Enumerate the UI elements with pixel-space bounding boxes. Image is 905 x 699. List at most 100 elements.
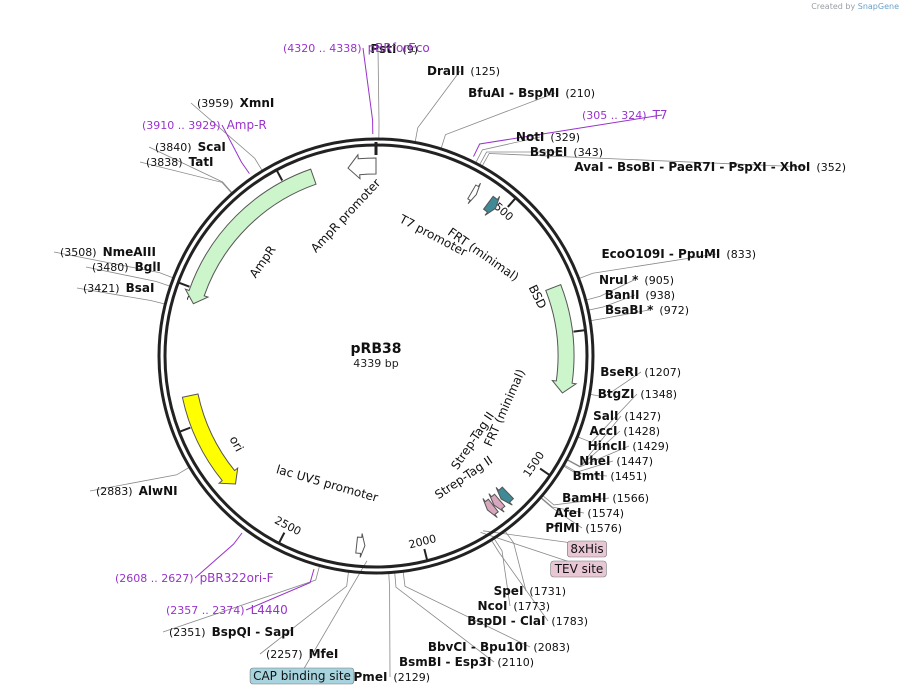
site-name: NcoI [478, 599, 508, 613]
feature-ampr-promoter-arrow[interactable] [347, 153, 377, 180]
site-bspqi-sapi[interactable]: (2351)BspQI - SapI [169, 625, 294, 639]
site-leader [540, 496, 585, 514]
primer-pbr322ori-f[interactable]: (2608 .. 2627)pBR322ori-F [115, 571, 274, 585]
site-name: BspEI [530, 145, 568, 159]
site-bspdi-clai[interactable]: BspDI - ClaI(1783) [467, 614, 588, 628]
site-leader [504, 530, 527, 592]
site-ecoo109i-ppumi[interactable]: EcoO109I - PpuMI(833) [601, 247, 756, 261]
site-bgli[interactable]: (3480)BglI [92, 260, 161, 274]
svg-text:(3421)BsaI: (3421)BsaI [83, 281, 154, 295]
site-psti[interactable]: PstI(9) [370, 42, 418, 56]
svg-text:AvaI - BsoBI - PaeR7I - PspXI: AvaI - BsoBI - PaeR7I - PspXI - XhoI (352… [574, 160, 846, 174]
site-pflmi[interactable]: PflMI(1576) [545, 521, 622, 535]
site-sali[interactable]: SalI(1427) [593, 409, 661, 423]
site-position: (352) [816, 161, 846, 174]
feature-ori-arrow[interactable] [181, 393, 239, 485]
site-nmeaiii[interactable]: (3508)NmeAIII [60, 245, 156, 259]
feature-label-frt-minimal: FRT (minimal) [481, 367, 528, 449]
svg-text:AfeI(1574): AfeI (1574) [554, 506, 624, 520]
feature-strep-tag-ii-arrow[interactable] [482, 498, 499, 518]
primer-leader [473, 114, 663, 157]
svg-text:AccI(1428): AccI(1428) [589, 424, 660, 438]
tag-cap-binding-site[interactable]: CAP binding site [249, 667, 355, 685]
feature-label-ampr: AmpR [247, 243, 279, 280]
primer-pbrforeco[interactable]: (4320 .. 4338)pBRforEco [283, 41, 430, 55]
tag-8xhis[interactable]: 8xHis [567, 540, 607, 558]
site-ncoi[interactable]: NcoI(1773) [478, 599, 550, 613]
svg-text:BfuAI - BspMI(210): BfuAI - BspMI(210) [468, 86, 595, 100]
feature-bsd-arrow[interactable] [545, 283, 578, 394]
site-position: (1566) [612, 492, 649, 505]
site-tati[interactable]: (3838)TatI [146, 155, 214, 169]
svg-text:(2883)AlwNI: (2883)AlwNI [96, 484, 178, 498]
site-avai-bsobi-paer7i-pspxi-xhoi[interactable]: AvaI - BsoBI - PaeR7I - PspXI - XhoI (352… [574, 160, 846, 174]
site-btgzi[interactable]: BtgZI(1348) [598, 387, 677, 401]
feature-ampr-arrow[interactable] [184, 168, 317, 305]
site-position: (1574) [587, 507, 624, 520]
site-xmni[interactable]: (3959)XmnI [197, 96, 274, 110]
site-nrui[interactable]: NruI *(905) [599, 273, 674, 287]
site-banii[interactable]: BanII(938) [605, 288, 675, 302]
primer-range: (2608 .. 2627) [115, 572, 194, 585]
tag-label: TEV site [554, 562, 604, 576]
site-bfuai-bspmi[interactable]: BfuAI - BspMI(210) [468, 86, 595, 100]
tag-tev-site[interactable]: TEV site [550, 560, 607, 578]
site-nhei[interactable]: NheI(1447) [579, 454, 653, 468]
tick-mark [178, 281, 190, 288]
feature-strep-tag-ii-arrow[interactable] [488, 493, 506, 513]
svg-text:BbvCI - Bpu10I(2083): BbvCI - Bpu10I(2083) [428, 640, 570, 654]
primer-l4440[interactable]: (2357 .. 2374)L4440 [166, 603, 288, 617]
site-bbvci-bpu10i[interactable]: BbvCI - Bpu10I(2083) [428, 640, 570, 654]
tag-leader [301, 560, 368, 673]
site-noti[interactable]: NotI(329) [516, 130, 580, 144]
site-name: AvaI - BsoBI - PaeR7I - PspXI - XhoI [574, 160, 810, 174]
feature-frt-minimal-arrow[interactable] [495, 486, 515, 506]
site-leader [259, 571, 349, 655]
site-position: (125) [470, 65, 500, 78]
primer-t7[interactable]: (305 .. 324)T7 [582, 108, 668, 122]
svg-text:PmeI(2129): PmeI(2129) [354, 670, 430, 684]
site-scai[interactable]: (3840)ScaI [155, 140, 226, 154]
site-name: BspDI - ClaI [467, 614, 545, 628]
site-afei[interactable]: AfeI (1574) [554, 506, 624, 520]
feature-t7-promoter-arrow[interactable] [467, 182, 481, 205]
site-leader [481, 153, 807, 168]
site-hincii[interactable]: HincII(1429) [588, 439, 669, 453]
feature-frt-minimal-arrow[interactable] [482, 195, 501, 216]
site-bspei[interactable]: BspEI(343) [530, 145, 603, 159]
site-bsabi[interactable]: BsaBI *(972) [605, 303, 689, 317]
site-leader [377, 48, 380, 140]
site-name: AfeI [554, 506, 581, 520]
svg-text:(2357 .. 2374)L4440: (2357 .. 2374)L4440 [166, 603, 288, 617]
site-bsai[interactable]: (3421)BsaI [83, 281, 154, 295]
site-leader [578, 253, 717, 280]
site-bsmbi-esp3i[interactable]: BsmBI - Esp3I(2110) [399, 655, 534, 669]
site-leader [89, 466, 190, 492]
site-pmei[interactable]: PmeI(2129) [354, 670, 430, 684]
site-acci[interactable]: AccI(1428) [589, 424, 660, 438]
watermark-prefix: Created by [811, 2, 856, 11]
site-position: (9) [402, 43, 418, 56]
site-position: (1731) [529, 585, 566, 598]
site-bamhi[interactable]: BamHI(1566) [562, 491, 649, 505]
site-bmti[interactable]: BmtI(1451) [573, 469, 647, 483]
feature-lac-uv5-promoter-arrow[interactable] [355, 533, 366, 558]
svg-text:SalI(1427): SalI(1427) [593, 409, 661, 423]
site-draiii[interactable]: DraIII(125) [427, 64, 500, 78]
site-position: (3480) [92, 261, 129, 274]
site-name: ScaI [198, 140, 226, 154]
svg-text:NruI *(905): NruI *(905) [599, 273, 674, 287]
site-leader [139, 161, 233, 194]
svg-text:BanII(938): BanII(938) [605, 288, 675, 302]
primer-amp-r[interactable]: (3910 .. 3929)Amp-R [142, 118, 267, 132]
tag-box [567, 540, 607, 558]
site-spei[interactable]: SpeI(1731) [494, 584, 566, 598]
tick-mark [507, 198, 516, 208]
site-alwni[interactable]: (2883)AlwNI [96, 484, 178, 498]
site-leader [566, 445, 630, 468]
leader-lines [53, 47, 807, 678]
site-mfei[interactable]: (2257)MfeI [266, 647, 338, 661]
svg-text:(3959)XmnI: (3959)XmnI [197, 96, 274, 110]
site-bseri[interactable]: BseRI(1207) [600, 365, 681, 379]
